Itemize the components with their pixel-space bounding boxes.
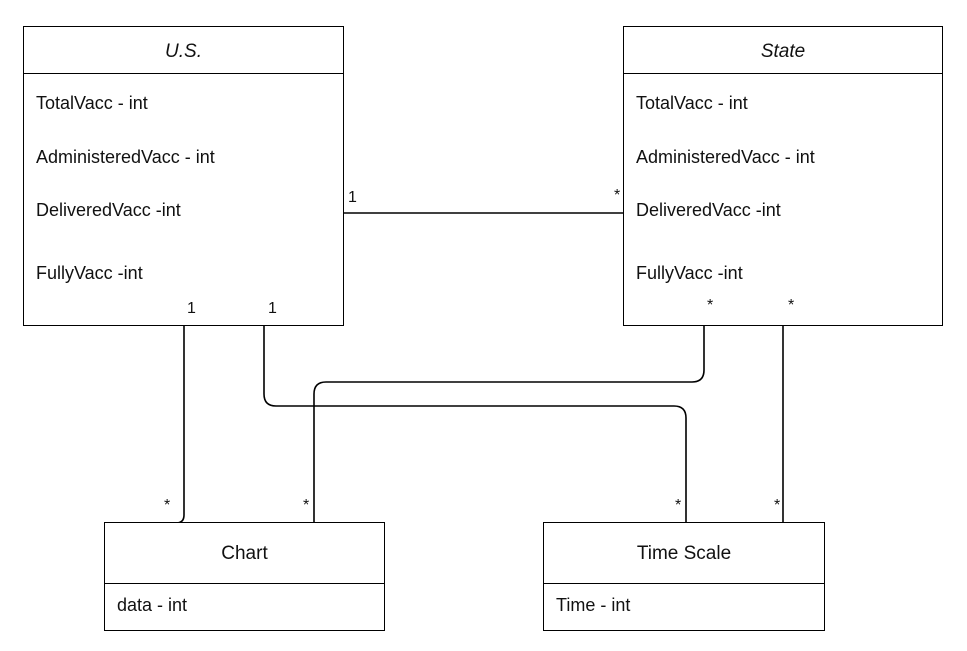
multiplicity-us-chart-us: 1	[187, 300, 196, 317]
association-state-chart	[313, 325, 705, 523]
class-us-attribute: DeliveredVacc -int	[36, 200, 181, 220]
class-us-attribute: AdministeredVacc - int	[36, 147, 215, 167]
class-state-attribute: DeliveredVacc -int	[636, 200, 781, 220]
multiplicity-state-chart-chart: *	[303, 497, 310, 514]
multiplicity-us-chart-chart: *	[164, 497, 171, 514]
class-state-attribute: AdministeredVacc - int	[636, 147, 815, 167]
association-us-timescale	[263, 325, 687, 523]
class-state: State TotalVacc - int AdministeredVacc -…	[623, 26, 943, 326]
class-timescale-title: Time Scale	[636, 543, 732, 564]
class-chart-title: Chart	[221, 543, 268, 564]
multiplicity-us-timescale-timescale: *	[675, 497, 682, 514]
class-chart-divider	[105, 583, 384, 584]
class-timescale-divider	[544, 583, 824, 584]
class-chart-attribute: data - int	[117, 595, 188, 615]
class-state-title: State	[760, 41, 806, 62]
multiplicity-us-state-state: *	[614, 187, 621, 204]
class-us: U.S. TotalVacc - int AdministeredVacc - …	[23, 26, 344, 326]
class-us-attribute: TotalVacc - int	[36, 93, 148, 113]
class-state-divider	[624, 73, 942, 74]
multiplicity-us-state-us: 1	[348, 189, 357, 206]
class-state-attribute: TotalVacc - int	[636, 93, 748, 113]
multiplicity-state-timescale-state: *	[788, 297, 795, 314]
class-us-title: U.S.	[165, 41, 202, 62]
class-us-divider	[24, 73, 343, 74]
class-state-attribute: FullyVacc -int	[636, 263, 743, 283]
multiplicity-state-timescale-timescale: *	[774, 497, 781, 514]
class-chart: Chart data - int	[104, 522, 385, 631]
class-timescale: Time Scale Time - int	[543, 522, 825, 631]
multiplicity-us-timescale-us: 1	[268, 300, 277, 317]
association-us-chart	[175, 325, 185, 524]
class-timescale-attribute: Time - int	[556, 595, 631, 615]
multiplicity-state-chart-state: *	[707, 297, 714, 314]
class-us-attribute: FullyVacc -int	[36, 263, 143, 283]
